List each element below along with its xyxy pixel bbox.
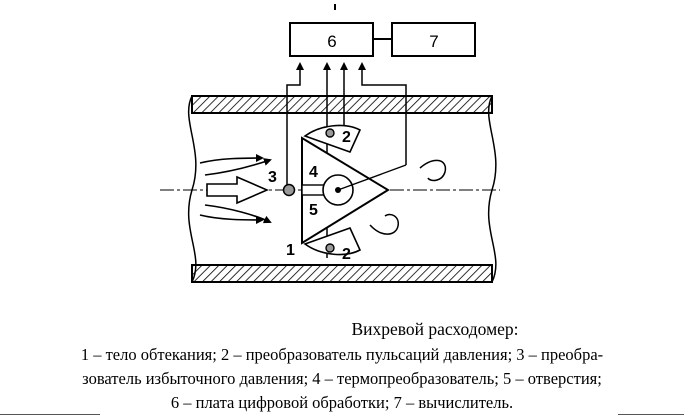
- pipe-break-right: [487, 95, 497, 283]
- caption-line-1: 1 – тело обтекания; 2 – преобразователь …: [80, 345, 604, 364]
- digital-board-block: 6: [289, 22, 374, 57]
- pipe-break-left: [187, 95, 197, 283]
- bottom-rule-right: [618, 414, 684, 415]
- flow-arrows: [199, 154, 272, 224]
- label-overpressure: 3: [268, 169, 277, 186]
- pipe-wall-bottom: [191, 264, 493, 283]
- label-bluff-body: 1: [286, 242, 295, 259]
- vortex-flowmeter-diagram: 6 7: [160, 4, 500, 283]
- pipe-wall-top: [191, 95, 493, 114]
- vortex-bottom: [369, 213, 399, 235]
- digital-board-label: 6: [327, 32, 336, 51]
- pulsation-transducer-bottom: [325, 243, 335, 253]
- label-thermo: 4: [309, 164, 318, 181]
- caption-line-3: 6 – плата цифровой обработки; 7 – вычисл…: [170, 393, 514, 412]
- pulsation-transducer-housing-top: [303, 124, 362, 153]
- vortex-top: [419, 159, 447, 182]
- computer-block: 7: [391, 22, 476, 57]
- thermo-sensor-line: [337, 164, 407, 191]
- label-pulsation-top: 2: [342, 129, 351, 146]
- caption-line-2: зователь избыточного давления; 4 – термо…: [82, 369, 602, 388]
- label-pulsation-bottom: 2: [342, 246, 351, 263]
- pulsation-transducer-housing-bottom: [303, 227, 362, 256]
- caption-title: Вихревой расходомер:: [351, 319, 519, 339]
- thermo-transducer-channel: [301, 184, 325, 196]
- computer-label: 7: [429, 32, 438, 51]
- main-flow-arrow: [206, 175, 270, 205]
- overpressure-transducer: [282, 183, 296, 197]
- label-holes: 5: [309, 202, 318, 219]
- bottom-rule-left: [0, 414, 100, 415]
- pulsation-transducer-top: [325, 128, 335, 138]
